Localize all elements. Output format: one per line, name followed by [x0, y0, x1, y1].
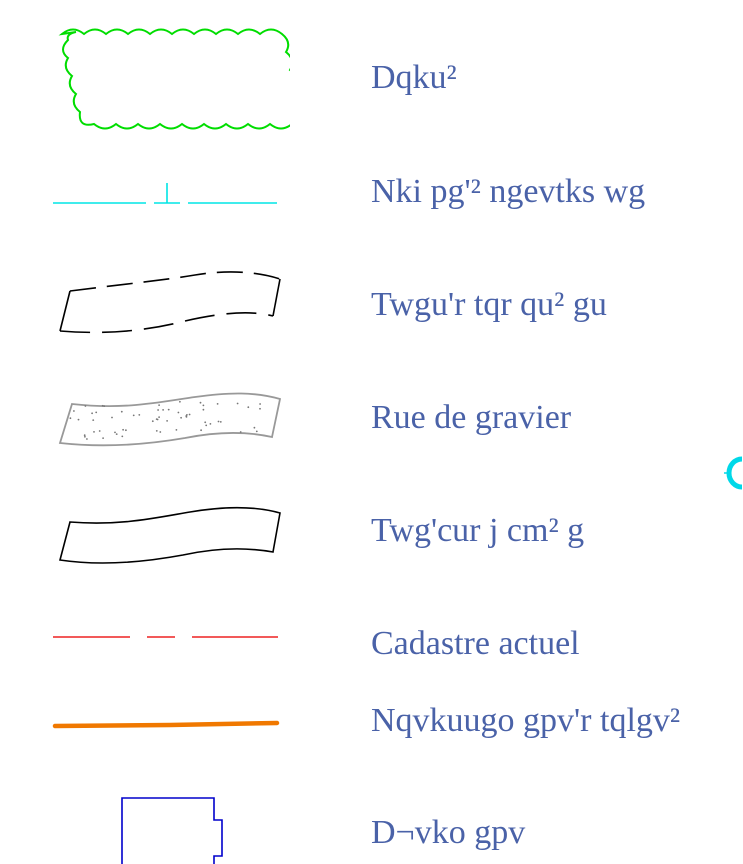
- partial-circle-icon: [724, 456, 743, 490]
- legend-label-7: Nqvkuugo gpv'r tqlgv²: [371, 702, 681, 739]
- legend-label-5: Twg'cur j cm² g: [371, 512, 585, 549]
- legend-label-3: Twgu'r tqr qu² gu: [371, 286, 607, 323]
- thick-orange-line-icon: [52, 720, 280, 729]
- legend-label-8: D¬vko gpv: [371, 814, 526, 851]
- legend-label-1: Dqku²: [371, 59, 457, 96]
- cable-line-icon: [53, 183, 277, 204]
- solid-road-icon: [58, 506, 281, 564]
- legend-label-4: Rue de gravier: [371, 399, 572, 436]
- building-outline-icon: [121, 797, 223, 864]
- legend-label-6: Cadastre actuel: [371, 625, 580, 662]
- gravel-road-icon: [58, 392, 282, 447]
- dashed-road-icon: [59, 271, 281, 334]
- dashed-red-line-icon: [53, 636, 278, 638]
- cloud-outline-icon: [58, 28, 290, 130]
- legend-label-2: Nki pg'² ngevtks wg: [371, 173, 646, 210]
